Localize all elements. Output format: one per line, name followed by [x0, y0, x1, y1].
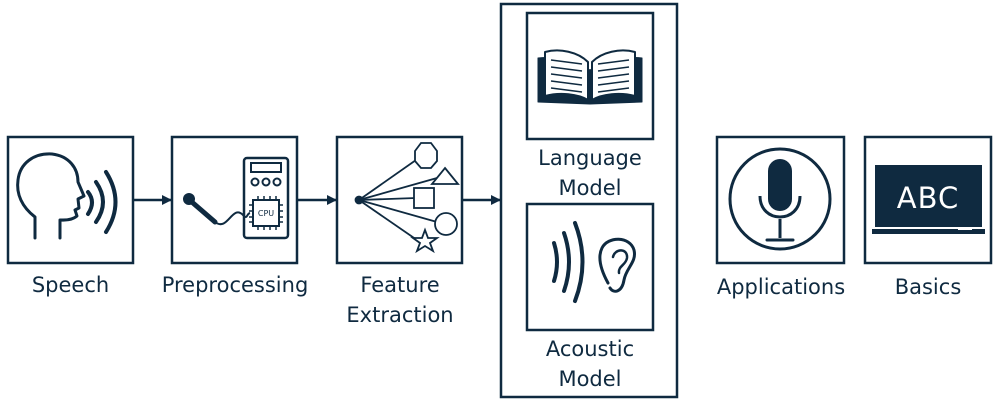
language-model-box [525, 11, 655, 141]
head-speaking-icon [16, 152, 118, 240]
stage-label-feature-extraction: Feature Extraction [320, 270, 480, 330]
feature-shapes-icon [354, 142, 460, 254]
open-book-icon [537, 49, 643, 105]
sound-ear-icon [552, 221, 637, 303]
language-model-line-2: Model [558, 176, 622, 200]
feature-extraction-line-1: Feature [360, 273, 440, 297]
acoustic-model-box [525, 202, 655, 332]
language-model-line-1: Language [538, 146, 642, 170]
stage-label-applications: Applications [716, 275, 846, 299]
acoustic-model-line-2: Model [558, 367, 622, 391]
cpu-label: CPU [258, 209, 274, 218]
stage-label-basics: Basics [894, 275, 962, 299]
stage-label-acoustic-model: Acoustic Model [515, 334, 665, 394]
microphone-processor-icon: CPU [183, 156, 290, 240]
feature-extraction-line-2: Extraction [346, 303, 454, 327]
decoder-outer-box [499, 2, 679, 399]
stage-label-speech: Speech [31, 273, 110, 297]
applications-box [715, 135, 846, 265]
basics-box [863, 135, 993, 265]
chalkboard-icon: ABC [872, 165, 985, 234]
stage-label-preprocessing: Preprocessing [161, 273, 309, 297]
chalkboard-text: ABC [897, 181, 959, 215]
acoustic-model-line-1: Acoustic [545, 337, 635, 361]
stage-label-language-model: Language Model [515, 143, 665, 203]
microphone-icon [728, 147, 832, 251]
